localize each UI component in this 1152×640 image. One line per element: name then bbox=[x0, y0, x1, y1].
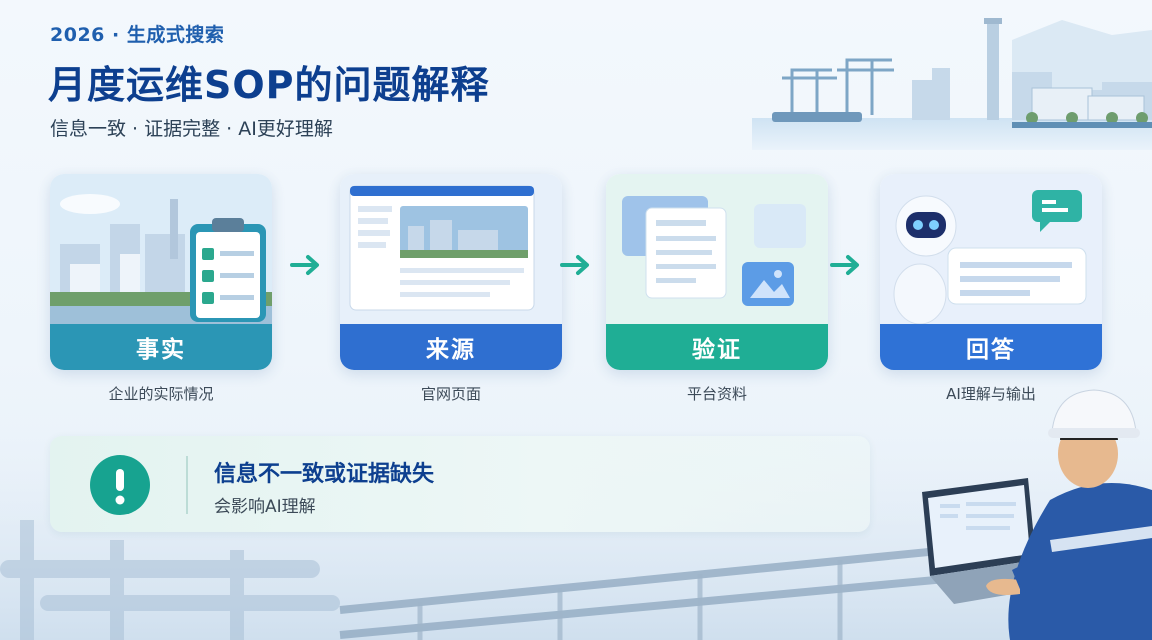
factory-checklist-icon bbox=[50, 174, 272, 324]
arrow-right-icon bbox=[560, 255, 589, 275]
warning-description: 会影响AI理解 bbox=[214, 497, 316, 517]
engineer-with-laptop-illustration bbox=[922, 389, 1152, 640]
step-caption-source: 官网页面 bbox=[420, 385, 481, 403]
header-eyebrow: 2026 · 生成式搜索 bbox=[50, 24, 225, 46]
exclamation-icon bbox=[90, 455, 150, 515]
step-caption-answer: AI理解与输出 bbox=[946, 385, 1036, 403]
website-page-icon bbox=[340, 174, 562, 324]
step-card-fact: 事实 bbox=[50, 174, 272, 370]
page-title: 月度运维SOP的问题解释 bbox=[48, 63, 490, 107]
step-label-verify: 验证 bbox=[606, 324, 828, 370]
step-label-source: 来源 bbox=[340, 324, 562, 370]
step-caption-fact: 企业的实际情况 bbox=[108, 385, 214, 403]
divider bbox=[186, 456, 188, 514]
step-label-answer: 回答 bbox=[880, 324, 1102, 370]
step-card-answer: 回答 bbox=[880, 174, 1102, 370]
industrial-skyline-illustration bbox=[752, 18, 1152, 150]
warning-title: 信息不一致或证据缺失 bbox=[214, 462, 435, 487]
page-subtitle: 信息一致 · 证据完整 · AI更好理解 bbox=[50, 118, 333, 140]
arrow-right-icon bbox=[290, 255, 319, 275]
robot-chat-icon bbox=[880, 174, 1102, 324]
step-caption-verify: 平台资料 bbox=[686, 385, 747, 403]
documents-stack-icon bbox=[606, 174, 828, 324]
step-card-verify: 验证 bbox=[606, 174, 828, 370]
arrow-right-icon bbox=[830, 255, 859, 275]
warning-panel: 信息不一致或证据缺失 会影响AI理解 bbox=[50, 436, 870, 532]
step-label-fact: 事实 bbox=[50, 324, 272, 370]
step-card-source: 来源 bbox=[340, 174, 562, 370]
